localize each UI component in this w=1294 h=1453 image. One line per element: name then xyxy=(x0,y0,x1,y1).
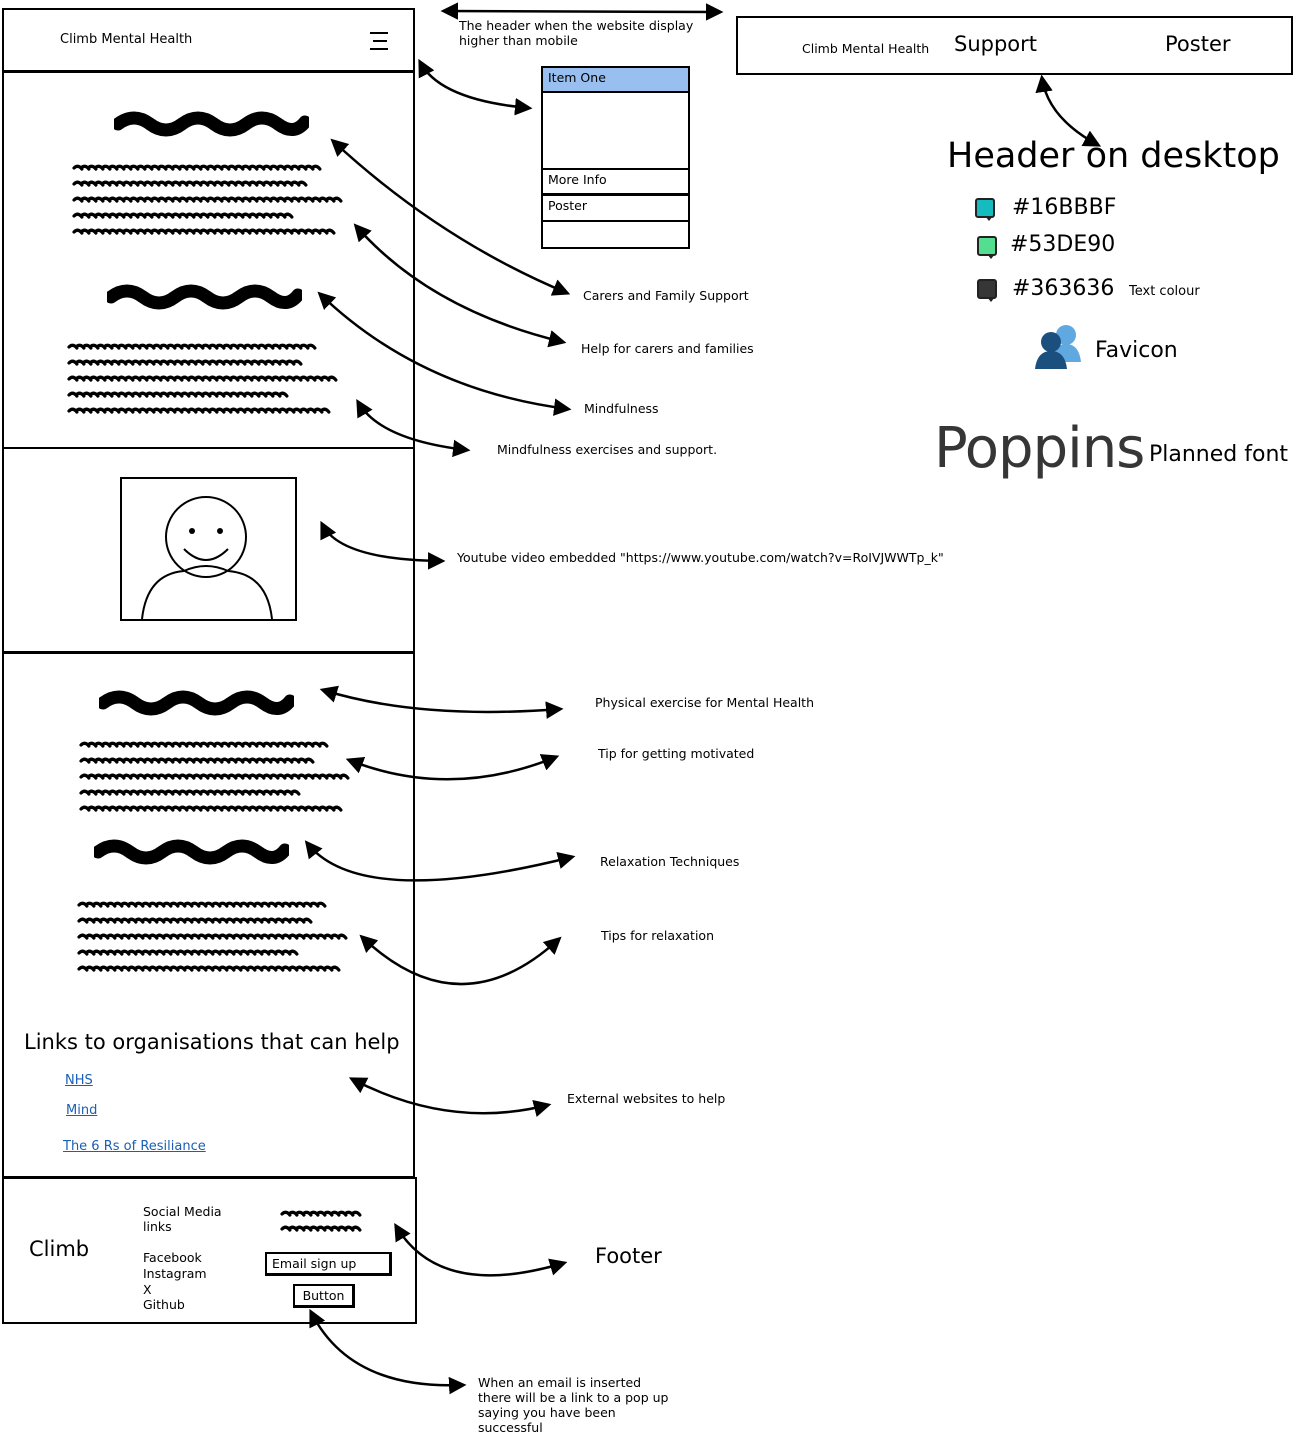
annotation-text2: Mindfulness exercises and support. xyxy=(497,442,718,457)
desktop-header-caption: Header on desktop xyxy=(947,136,1280,176)
link-nhs[interactable]: NHS xyxy=(65,1073,93,1088)
arrow-header-dropdown xyxy=(418,58,533,116)
annotation-footer: Footer xyxy=(595,1244,662,1268)
social-facebook[interactable]: Facebook xyxy=(143,1250,202,1265)
font-note: Planned font xyxy=(1149,442,1289,467)
section-heading-scribble xyxy=(99,687,294,717)
arrow-text1 xyxy=(353,223,567,348)
annotation-links: External websites to help xyxy=(567,1091,726,1106)
section-text-scribble xyxy=(77,900,352,986)
annotation-heading3: Physical exercise for Mental Health xyxy=(595,695,814,710)
smiley-person-icon xyxy=(141,496,273,619)
font-sample: Poppins xyxy=(934,416,1145,481)
desktop-header: Climb Mental Health Support Poster xyxy=(736,16,1293,75)
color-label-dark: #363636 xyxy=(1012,276,1115,301)
swatch-teal xyxy=(975,198,995,221)
footer-brand: Climb xyxy=(29,1237,90,1261)
text-colour-note: Text colour xyxy=(1129,284,1200,299)
annotation-heading1: Carers and Family Support xyxy=(583,288,749,303)
mobile-header: Climb Mental Health xyxy=(2,8,415,72)
swatch-green xyxy=(977,236,997,259)
menu-item-one[interactable]: Item One xyxy=(541,66,690,93)
arrow-footer xyxy=(394,1222,568,1277)
annotation-heading4: Relaxation Techniques xyxy=(600,854,740,869)
arrow-heading1 xyxy=(330,138,571,296)
annotation-text3: Tip for getting motivated xyxy=(598,746,755,761)
desktop-header-title: Climb Mental Health xyxy=(802,41,930,56)
color-label-green: #53DE90 xyxy=(1010,232,1116,257)
signup-button[interactable]: Button xyxy=(293,1284,355,1308)
content-section-2: Links to organisations that can help NHS… xyxy=(2,652,415,1178)
email-field[interactable]: Email sign up xyxy=(265,1252,392,1276)
annotation-text4: Tips for relaxation xyxy=(601,928,714,943)
desktop-nav-poster[interactable]: Poster xyxy=(1165,32,1231,56)
swatch-dark xyxy=(977,279,997,302)
section-heading-scribble xyxy=(107,281,302,311)
annotation-email: When an email is inserted there will be … xyxy=(478,1375,669,1435)
social-x[interactable]: X xyxy=(143,1282,152,1297)
section-heading-scribble xyxy=(114,108,309,138)
social-github[interactable]: Github xyxy=(143,1297,185,1312)
hamburger-icon[interactable] xyxy=(368,30,390,52)
dropdown-note: The header when the website display high… xyxy=(459,18,694,48)
mobile-header-title: Climb Mental Health xyxy=(60,32,193,47)
arrow-text2 xyxy=(356,398,471,458)
menu-item-label: Item One xyxy=(548,70,606,85)
arrow-heading3 xyxy=(319,685,564,719)
section-text-scribble xyxy=(67,342,342,428)
section-text-scribble xyxy=(72,163,347,249)
section-heading-scribble xyxy=(94,836,289,866)
link-resilience[interactable]: The 6 Rs of Resiliance xyxy=(63,1139,206,1154)
mobile-footer: Climb Social Media links Facebook Instag… xyxy=(2,1177,417,1324)
desktop-nav-support[interactable]: Support xyxy=(954,32,1038,56)
section-text-scribble xyxy=(79,740,354,826)
footer-text-scribble xyxy=(280,1209,375,1245)
social-instagram[interactable]: Instagram xyxy=(143,1266,207,1281)
annotation-heading2: Mindfulness xyxy=(584,401,659,416)
video-placeholder[interactable] xyxy=(120,477,297,621)
arrow-text4 xyxy=(359,934,562,986)
arrow-email xyxy=(309,1308,467,1395)
users-icon xyxy=(1035,325,1081,369)
social-heading: Social Media links xyxy=(143,1204,222,1234)
arrow-heading4 xyxy=(304,840,576,882)
links-heading: Links to organisations that can help xyxy=(24,1030,400,1054)
arrow-video xyxy=(320,520,446,570)
arrow-desktop-caption xyxy=(1035,74,1102,147)
arrow-dropdown-width xyxy=(440,2,724,21)
arrow-links xyxy=(348,1077,552,1117)
signup-button-label: Button xyxy=(302,1288,345,1303)
annotation-text1: Help for carers and families xyxy=(581,341,754,356)
annotation-video: Youtube video embedded "https://www.yout… xyxy=(457,550,944,565)
link-mind[interactable]: Mind xyxy=(66,1103,98,1118)
color-label-teal: #16BBBF xyxy=(1012,195,1117,220)
arrow-heading2 xyxy=(317,291,572,416)
favicon-label: Favicon xyxy=(1095,338,1178,363)
video-section xyxy=(2,447,415,653)
arrow-text3 xyxy=(345,754,560,781)
email-field-placeholder: Email sign up xyxy=(272,1256,357,1271)
